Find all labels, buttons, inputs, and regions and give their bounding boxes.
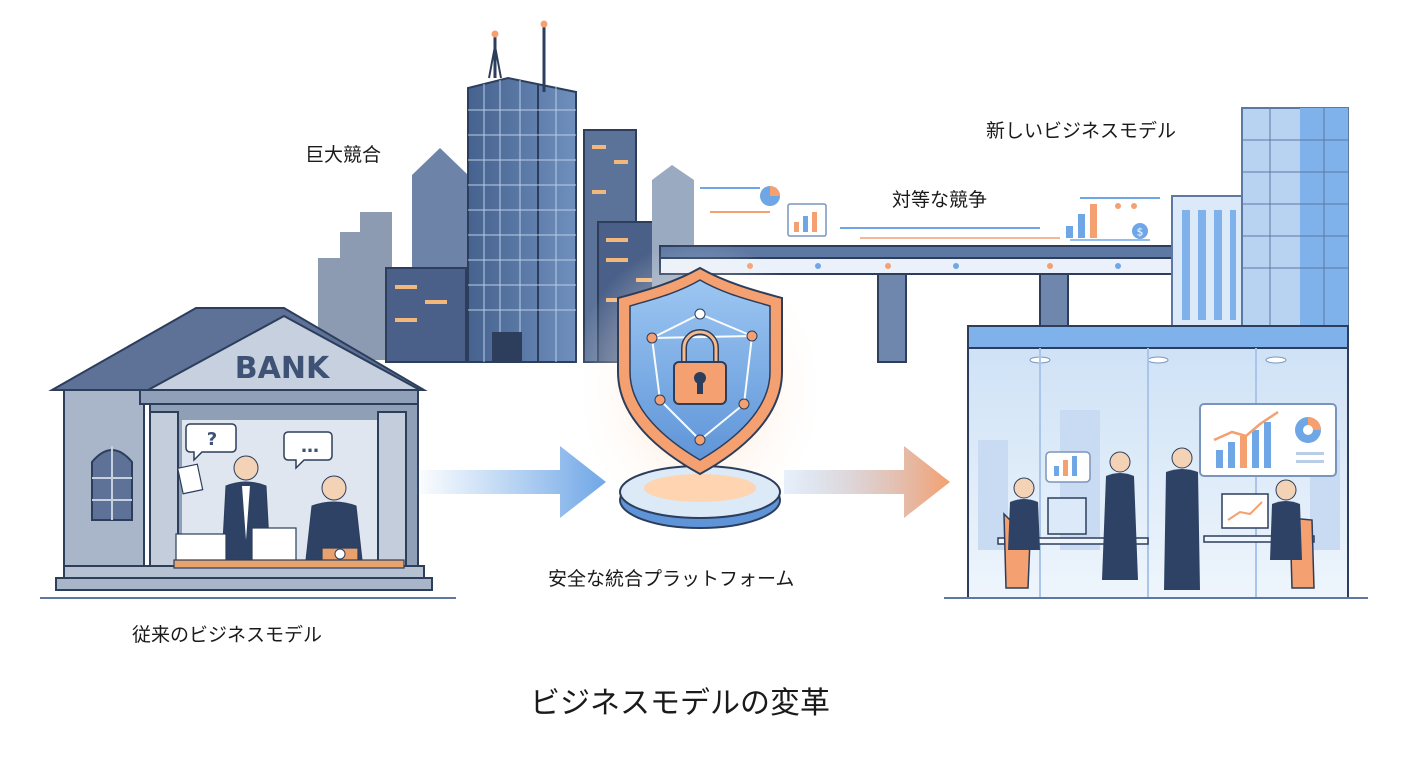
arrow-to-new-model (784, 446, 950, 518)
label-equal-competition: 対等な競争 (892, 189, 988, 211)
label-traditional-model: 従来のビジネスモデル (132, 624, 323, 646)
office-team (997, 447, 1315, 590)
question-bubble (185, 423, 237, 462)
question-mark: ? (207, 429, 217, 450)
padlock-icon (673, 329, 727, 405)
competitor-skyline (318, 20, 694, 363)
label-giant-competitors: 巨大競合 (305, 144, 382, 166)
bar-chart-icon (1066, 204, 1097, 238)
bar-chart-bubble (1045, 451, 1091, 483)
pie-chart-icon (760, 186, 780, 206)
ellipsis-text: … (301, 436, 319, 457)
ellipsis-bubble (283, 431, 333, 470)
label-secure-platform: 安全な統合プラットフォーム (548, 568, 795, 590)
label-new-business-model: 新しいビジネスモデル (986, 120, 1177, 142)
grid-tower (467, 20, 577, 363)
bank-sign: BANK (235, 351, 331, 386)
svg-text:$: $ (1137, 226, 1144, 239)
bar-chart-icon (787, 203, 827, 237)
main-title: ビジネスモデルの変革 (530, 686, 830, 721)
arrow-to-platform (412, 446, 606, 518)
stressed-bankers (173, 455, 405, 569)
network-icon (646, 308, 758, 446)
dollar-icon: $ (1115, 203, 1148, 239)
growth-chart-board (1199, 403, 1337, 477)
